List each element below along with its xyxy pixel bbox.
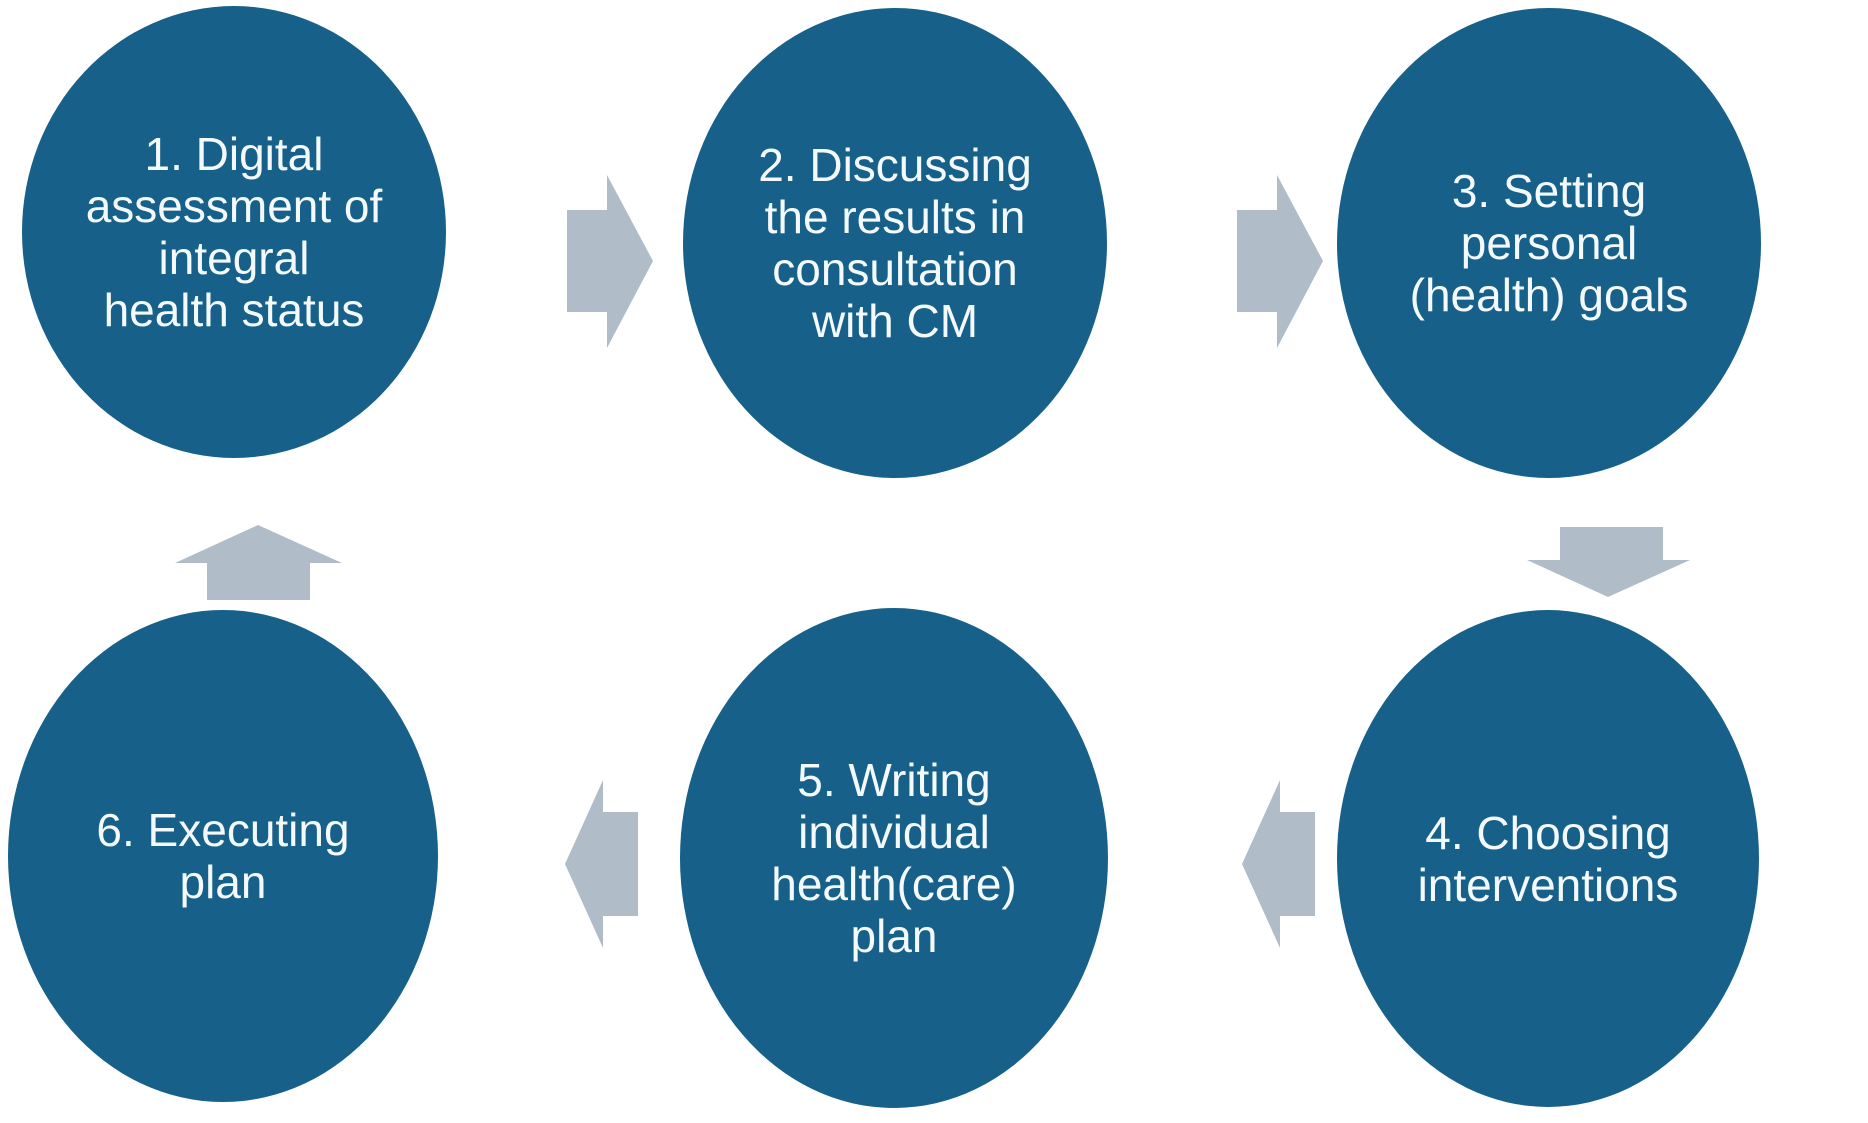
step-3-line-3: (health) goals — [1409, 269, 1689, 321]
step-6-label: 6. Executing plan — [96, 804, 349, 908]
step-4-label: 4. Choosing interventions — [1418, 807, 1679, 911]
step-2-line-4: with CM — [811, 295, 979, 347]
arrow-left-icon — [565, 780, 638, 948]
arrow-up-icon — [175, 525, 342, 600]
step-5-line-2: individual — [798, 806, 990, 858]
step-4-line-1: 4. Choosing — [1425, 806, 1671, 859]
step-3-line-1: 3. Setting — [1451, 165, 1647, 217]
arrow-right-icon — [1237, 175, 1323, 348]
step-circle-1: 1. Digital assessment of integral health… — [22, 6, 446, 458]
step-circle-2: 2. Discussing the results in consultatio… — [683, 8, 1107, 478]
step-1-line-4: health status — [103, 284, 365, 336]
step-6-line-2: plan — [179, 856, 267, 908]
step-5-line-3: health(care) — [771, 858, 1017, 910]
arrow-right-icon — [567, 175, 653, 348]
step-3-label: 3. Setting personal (health) goals — [1410, 165, 1689, 321]
step-3-line-2: personal — [1460, 217, 1638, 269]
step-1-line-3: integral — [158, 232, 310, 284]
step-5-line-4: plan — [850, 910, 938, 962]
step-5-label: 5. Writing individual health(care) plan — [771, 754, 1016, 962]
arrow-left-icon — [1242, 780, 1315, 948]
step-2-line-1: 2. Discussing — [758, 139, 1032, 191]
step-2-label: 2. Discussing the results in consultatio… — [758, 139, 1032, 347]
step-2-line-2: the results in — [764, 191, 1026, 243]
step-6-line-1: 6. Executing — [96, 804, 350, 856]
arrow-down-icon — [1527, 527, 1690, 597]
step-1-label: 1. Digital assessment of integral health… — [86, 128, 383, 336]
step-1-line-2: assessment of — [85, 180, 383, 232]
step-circle-3: 3. Setting personal (health) goals — [1337, 8, 1761, 478]
step-circle-5: 5. Writing individual health(care) plan — [680, 608, 1108, 1108]
step-4-line-2: interventions — [1417, 858, 1679, 911]
step-circle-6: 6. Executing plan — [8, 610, 438, 1102]
step-5-line-1: 5. Writing — [797, 754, 991, 806]
step-2-line-3: consultation — [772, 243, 1018, 295]
step-circle-4: 4. Choosing interventions — [1337, 610, 1759, 1107]
step-1-line-1: 1. Digital — [144, 128, 324, 180]
